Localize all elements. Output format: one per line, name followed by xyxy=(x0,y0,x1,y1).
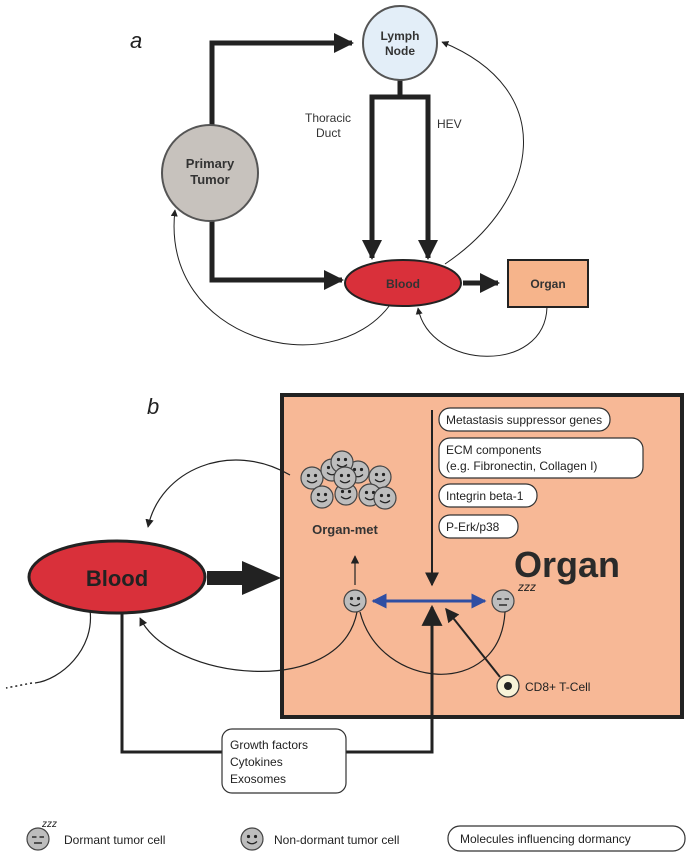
primary-tumor-line1: Primary xyxy=(186,156,235,171)
panel-a: a Lymph Node Primary Tumor Blood Organ xyxy=(130,5,589,357)
curve-blood-outflow xyxy=(34,609,92,684)
legend-dormant-icon xyxy=(26,827,50,851)
blood-label-b: Blood xyxy=(86,566,148,591)
blood-factor-1: Growth factors xyxy=(230,738,308,752)
organ-label-a: Organ xyxy=(530,277,565,291)
legend-molecules-label: Molecules influencing dormancy xyxy=(460,832,631,846)
lymph-node-line1: Lymph xyxy=(381,29,420,43)
blood-factors-box: Growth factors Cytokines Exosomes xyxy=(221,728,347,794)
legend-molecules-box xyxy=(447,825,686,852)
organ-panel-label: Organ xyxy=(514,544,620,585)
organ-node-a: Organ xyxy=(507,259,589,308)
blood-node-b: Blood xyxy=(27,539,207,615)
blood-node-a: Blood xyxy=(344,259,462,307)
primary-tumor-line2: Tumor xyxy=(190,172,229,187)
molecule-box-perk: P-Erk/p38 xyxy=(438,514,519,539)
arrow-blood-to-lymph-return xyxy=(441,41,524,265)
arrow-tumor-to-blood xyxy=(209,214,344,290)
arrow-cells-bottom-link xyxy=(359,611,506,675)
cd8-t-cell-nucleus xyxy=(504,682,512,690)
non-dormant-cell xyxy=(343,589,367,613)
molecule-label-1: Metastasis suppressor genes xyxy=(446,413,602,427)
arrow-cell-to-blood xyxy=(139,611,358,672)
arrow-blood-to-organ-b xyxy=(207,561,281,595)
arrow-blood-to-tumor-return xyxy=(170,209,391,346)
molecule-box-ecm: ECM components (e.g. Fibronectin, Collag… xyxy=(438,437,644,479)
panel-b-letter: b xyxy=(147,394,159,419)
legend-zzz: zzz xyxy=(41,819,57,830)
legend-non-dormant-icon xyxy=(240,827,264,851)
arrow-organ-to-blood-return xyxy=(415,306,548,357)
cd8-label: CD8+ T-Cell xyxy=(525,680,590,694)
blood-factor-2: Cytokines xyxy=(230,755,283,769)
molecule-label-2a: ECM components xyxy=(446,443,541,457)
arrow-tumor-to-lymph xyxy=(209,33,354,133)
molecule-label-4: P-Erk/p38 xyxy=(446,520,500,534)
lymph-node: Lymph Node xyxy=(362,5,438,81)
blood-factor-3: Exosomes xyxy=(230,772,286,786)
legend-non-dormant-label: Non-dormant tumor cell xyxy=(274,833,399,847)
arrow-thoracic-duct xyxy=(362,80,403,260)
legend: zzz Dormant tumor cell Non-dormant tumor… xyxy=(26,819,686,852)
zzz-dormant: zzz xyxy=(517,580,536,594)
lymph-node-line2: Node xyxy=(385,44,415,58)
panel-a-letter: a xyxy=(130,28,142,53)
arrow-cd8-to-center xyxy=(445,607,501,678)
hev-label: HEV xyxy=(437,117,462,131)
organ-met-label: Organ-met xyxy=(312,522,378,537)
panel-b: b Organ Metastasis suppressor genes ECM … xyxy=(5,393,684,794)
arrow-hev xyxy=(400,94,438,260)
molecule-box-metastasis-suppressor: Metastasis suppressor genes xyxy=(438,407,611,432)
primary-tumor: Primary Tumor xyxy=(161,124,259,222)
dormant-cell xyxy=(491,589,515,613)
curve-blood-outflow-dots xyxy=(5,682,33,689)
blood-label-a: Blood xyxy=(386,277,420,291)
molecule-label-2b: (e.g. Fibronectin, Collagen I) xyxy=(446,459,597,473)
legend-dormant-label: Dormant tumor cell xyxy=(64,833,165,847)
molecule-label-3: Integrin beta-1 xyxy=(446,489,524,503)
arrow-organ-met-to-blood xyxy=(145,459,291,528)
thoracic-duct-label-line2: Duct xyxy=(316,126,341,140)
molecule-box-integrin: Integrin beta-1 xyxy=(438,483,538,508)
thoracic-duct-label-line1: Thoracic xyxy=(305,111,351,125)
